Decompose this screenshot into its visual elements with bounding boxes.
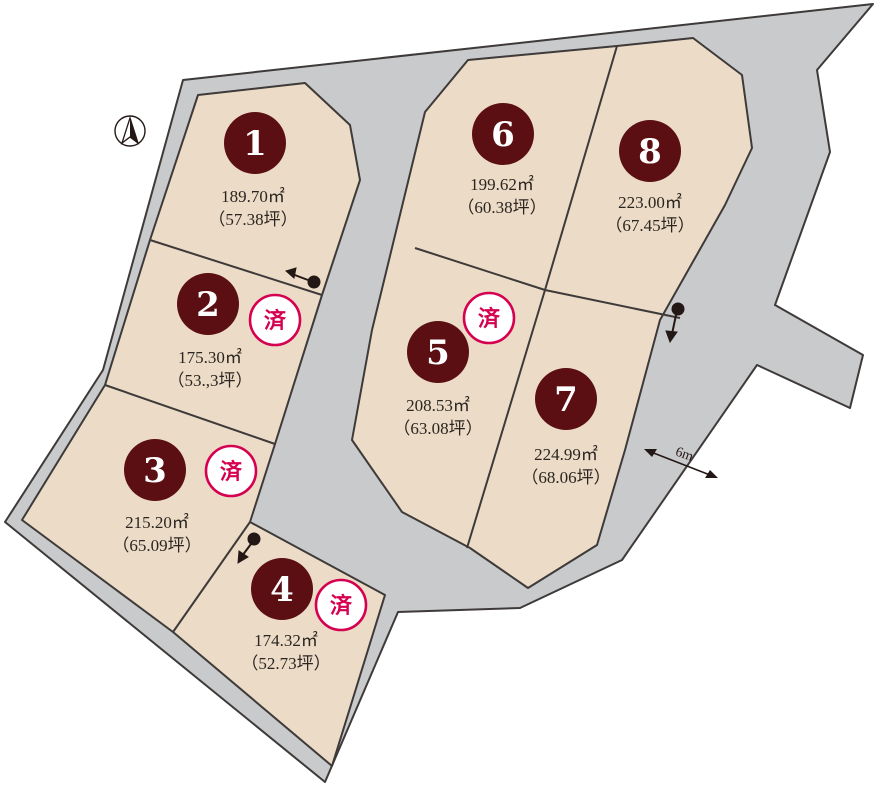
lot-number: 4 (270, 570, 294, 610)
lot-number-badge (251, 558, 313, 620)
entry-marker-lot7 (665, 302, 685, 344)
lot-number-badge (177, 273, 239, 335)
lot-area-tsubo: （63.08坪） (393, 419, 482, 438)
lot-2[interactable]: 2 済 175.30㎡ （53.,3坪） (168, 273, 302, 390)
lot-area-m2: 189.70㎡ (221, 187, 285, 206)
lot-area-tsubo: （68.06坪） (521, 468, 610, 487)
lot-number: 7 (554, 380, 578, 420)
sold-label: 済 (264, 308, 287, 334)
north-compass-icon (114, 115, 146, 147)
road-width-label: 6m (673, 445, 695, 465)
lot-1[interactable]: 1 189.70㎡ （57.38坪） (208, 112, 298, 229)
lot-5[interactable]: 5 済 208.53㎡ （63.08坪） (393, 291, 516, 438)
lot-area-m2: 223.00㎡ (618, 193, 682, 212)
lot-number-badge (124, 439, 186, 501)
lot-line-6-5 (414, 247, 546, 291)
entry-marker-lot4 (237, 532, 261, 564)
lot-number-badge (535, 368, 597, 430)
lot-area-tsubo: （60.38坪） (457, 198, 546, 217)
lot-area-tsubo: （65.09坪） (112, 536, 201, 555)
lot-number: 8 (638, 132, 662, 172)
lot-line-1-2 (149, 239, 323, 296)
lot-number: 6 (491, 115, 515, 155)
lot-number-badge (472, 103, 534, 165)
sold-label: 済 (330, 593, 353, 619)
sold-badge (248, 293, 302, 347)
lot-area-tsubo: （57.38坪） (208, 210, 297, 229)
lot-line-5-7 (466, 289, 546, 549)
lot-number-badge (407, 321, 469, 383)
lot-4[interactable]: 4 済 174.32㎡ （52.73坪） (241, 558, 368, 673)
lot-number-badge (224, 112, 286, 174)
lot-area-tsubo: （67.45坪） (605, 216, 694, 235)
lot-area-tsubo: （53.,3坪） (168, 371, 253, 390)
entry-marker-lot2 (284, 267, 321, 289)
lot-area-m2: 175.30㎡ (178, 348, 242, 367)
lot-number: 2 (196, 285, 220, 325)
sold-label: 済 (478, 306, 501, 332)
sold-badge (462, 291, 516, 345)
lot-area-m2: 208.53㎡ (406, 396, 470, 415)
lot-number: 3 (143, 451, 167, 491)
lot-line-6-8 (544, 45, 618, 291)
lot-6[interactable]: 6 199.62㎡ （60.38坪） (457, 103, 547, 217)
sold-badge (314, 578, 368, 632)
lot-area-m2: 224.99㎡ (534, 445, 598, 464)
lot-area-tsubo: （52.73坪） (241, 654, 330, 673)
sold-label: 済 (220, 459, 243, 485)
lot-line-3-4 (172, 521, 251, 633)
lot-number: 5 (426, 333, 450, 373)
road-width-dimension: 6m (644, 445, 718, 478)
lot-number: 1 (243, 124, 267, 164)
lot-area-m2: 199.62㎡ (470, 175, 534, 194)
lot-3[interactable]: 3 済 215.20㎡ （65.09坪） (112, 439, 258, 555)
lot-7[interactable]: 7 224.99㎡ （68.06坪） (521, 368, 611, 487)
lot-number-badge (619, 120, 681, 182)
sold-badge (204, 444, 258, 498)
lot-area-m2: 174.32㎡ (254, 631, 318, 650)
lot-line-8-7 (544, 289, 681, 319)
lot-line-2-3 (104, 384, 276, 445)
lot-8[interactable]: 8 223.00㎡ （67.45坪） (605, 120, 695, 235)
lot-area-m2: 215.20㎡ (125, 513, 189, 532)
